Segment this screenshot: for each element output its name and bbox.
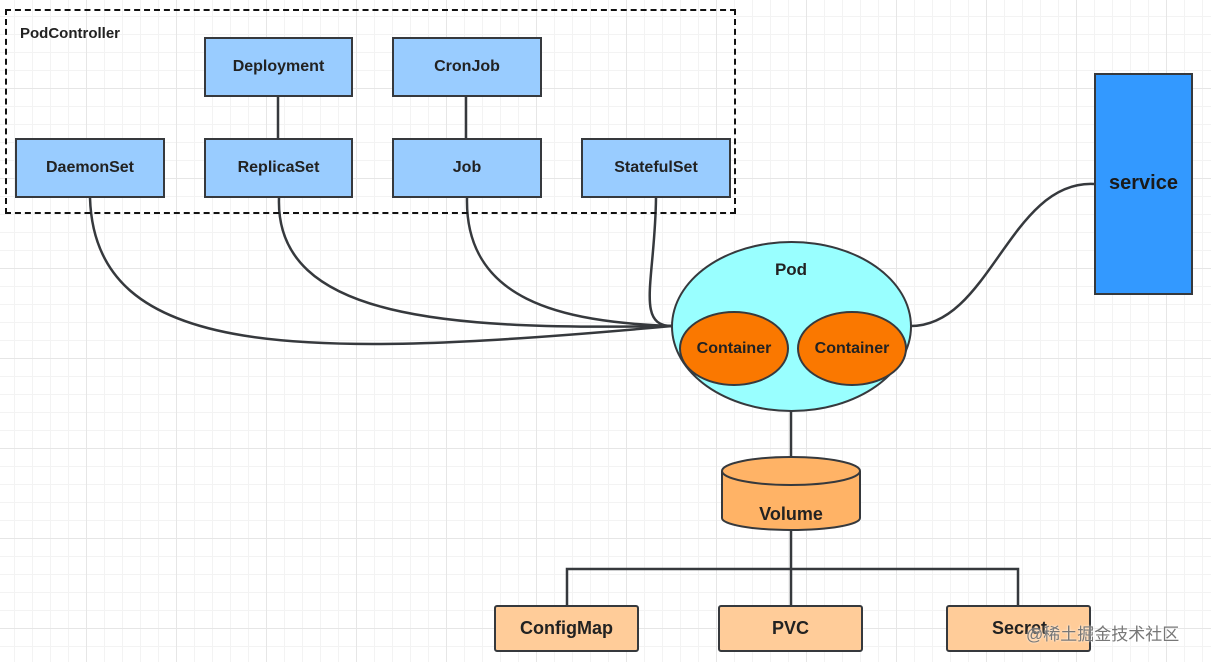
pvc-node: PVC	[718, 605, 863, 652]
job-pod-line	[465, 197, 673, 328]
pod-service-line	[910, 182, 1095, 328]
container-node-left: Container	[679, 311, 789, 386]
pod-controller-group	[5, 9, 736, 214]
pod-controller-title: PodController	[20, 25, 120, 42]
configmap-node: ConfigMap	[494, 605, 639, 652]
pod-label: Pod	[774, 260, 808, 279]
replicaset-node: ReplicaSet	[204, 138, 353, 198]
daemonset-pod-line	[88, 197, 673, 346]
service-label: service	[1109, 172, 1178, 194]
container-node-right: Container	[797, 311, 907, 386]
volume-label: Volume	[759, 504, 823, 524]
volume-sources-line	[565, 530, 1020, 607]
daemonset-node: DaemonSet	[15, 138, 165, 198]
cronjob-node: CronJob	[392, 37, 542, 97]
statefulset-node: StatefulSet	[581, 138, 731, 198]
secret-node: Secret	[946, 605, 1091, 652]
watermark: @稀土掘金技术社区	[1026, 625, 1180, 644]
deployment-node: Deployment	[204, 37, 353, 97]
job-node: Job	[392, 138, 542, 198]
statefulset-pod-line	[648, 197, 673, 328]
service-node	[1094, 73, 1193, 295]
replicaset-pod-line	[277, 197, 673, 328]
volume-cylinder	[721, 456, 861, 531]
